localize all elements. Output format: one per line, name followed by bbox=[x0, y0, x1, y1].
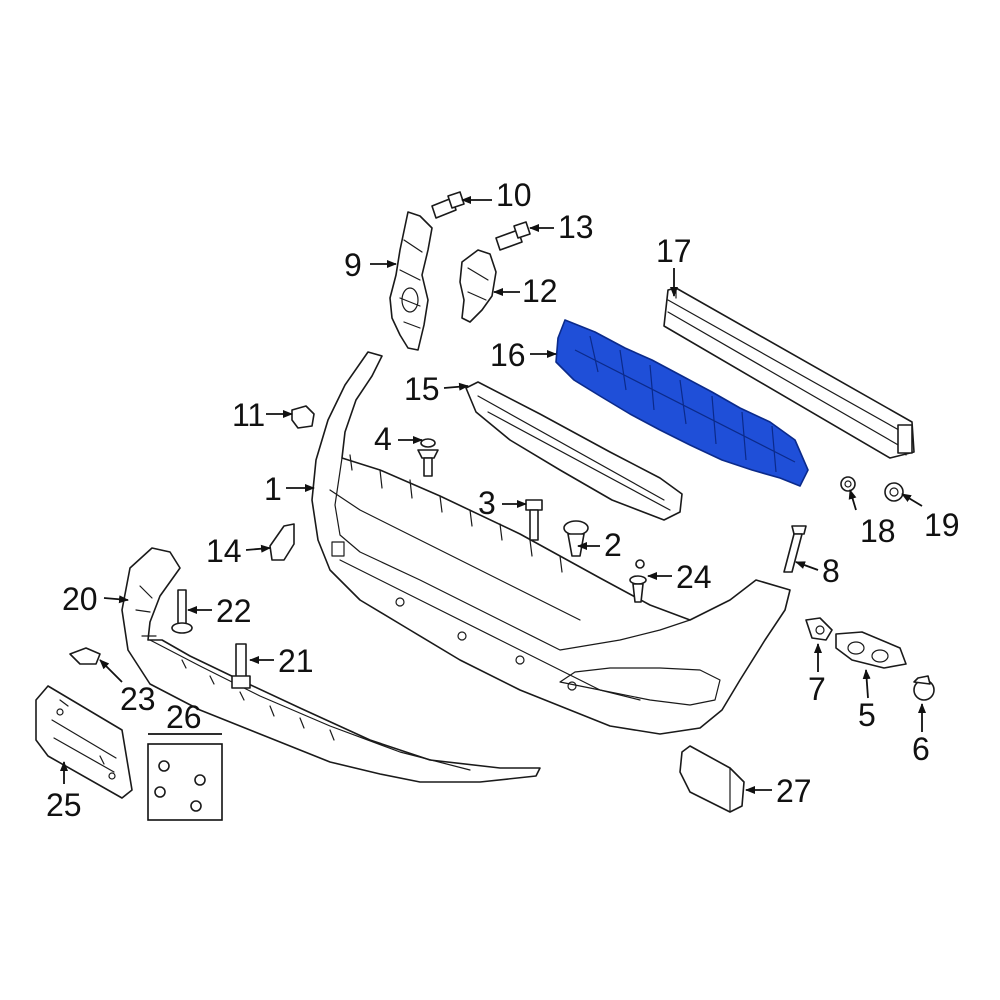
bolt-10[interactable] bbox=[431, 191, 465, 219]
callout-labels: 10 13 9 12 17 16 15 11 4 1 3 2 14 24 8 1… bbox=[46, 177, 960, 823]
callout-16: 16 bbox=[490, 337, 526, 373]
callout-26: 26 bbox=[166, 699, 202, 735]
callout-3: 3 bbox=[478, 485, 496, 521]
leader-lines bbox=[60, 196, 926, 794]
module-27[interactable] bbox=[679, 745, 745, 813]
callout-24: 24 bbox=[676, 559, 712, 595]
callout-11: 11 bbox=[232, 397, 265, 433]
callout-25: 25 bbox=[46, 787, 82, 823]
callout-1: 1 bbox=[264, 471, 282, 507]
callout-17: 17 bbox=[656, 233, 692, 269]
nut-18[interactable] bbox=[840, 476, 856, 492]
push-pin-4[interactable] bbox=[417, 438, 439, 477]
callout-13: 13 bbox=[558, 209, 594, 245]
callout-7: 7 bbox=[808, 671, 826, 707]
callout-18: 18 bbox=[860, 513, 896, 549]
push-pin-24[interactable] bbox=[629, 559, 647, 603]
callout-23: 23 bbox=[120, 681, 156, 717]
sensor-6[interactable] bbox=[913, 675, 935, 701]
lower-valance-20[interactable] bbox=[121, 547, 541, 783]
tow-hook-cover-14[interactable] bbox=[269, 523, 295, 561]
hardware-kit-26[interactable] bbox=[147, 743, 223, 821]
bolt-13[interactable] bbox=[495, 221, 531, 251]
callout-2: 2 bbox=[604, 527, 622, 563]
callout-20: 20 bbox=[62, 581, 98, 617]
clip-23[interactable] bbox=[69, 647, 101, 665]
retainer-2[interactable] bbox=[563, 520, 589, 557]
bolt-3[interactable] bbox=[525, 499, 543, 541]
callout-12: 12 bbox=[522, 273, 558, 309]
callout-9: 9 bbox=[344, 247, 362, 283]
grille-upper-bracket[interactable] bbox=[465, 381, 683, 521]
license-bracket-25[interactable] bbox=[35, 685, 133, 799]
callout-15: 15 bbox=[404, 371, 440, 407]
clip-7[interactable] bbox=[805, 617, 833, 641]
callout-10: 10 bbox=[496, 177, 532, 213]
left-support[interactable] bbox=[459, 249, 497, 323]
callout-6: 6 bbox=[912, 731, 930, 767]
callout-8: 8 bbox=[822, 553, 840, 589]
callout-27: 27 bbox=[776, 773, 812, 809]
left-bumper-bracket[interactable] bbox=[389, 211, 433, 351]
stud-22[interactable] bbox=[171, 589, 193, 634]
bolt-21[interactable] bbox=[231, 643, 251, 689]
bumper-cover[interactable] bbox=[311, 351, 791, 735]
sensor-bracket-5[interactable] bbox=[835, 631, 907, 669]
bolt-8[interactable] bbox=[783, 525, 807, 573]
callout-22: 22 bbox=[216, 593, 252, 629]
callout-21: 21 bbox=[278, 643, 314, 679]
callout-14: 14 bbox=[206, 533, 242, 569]
energy-absorber[interactable] bbox=[555, 319, 809, 487]
callout-4: 4 bbox=[374, 421, 392, 457]
clip-11[interactable] bbox=[291, 405, 315, 429]
nut-19[interactable] bbox=[884, 482, 904, 502]
callout-19: 19 bbox=[924, 507, 960, 543]
callout-5: 5 bbox=[858, 697, 876, 733]
